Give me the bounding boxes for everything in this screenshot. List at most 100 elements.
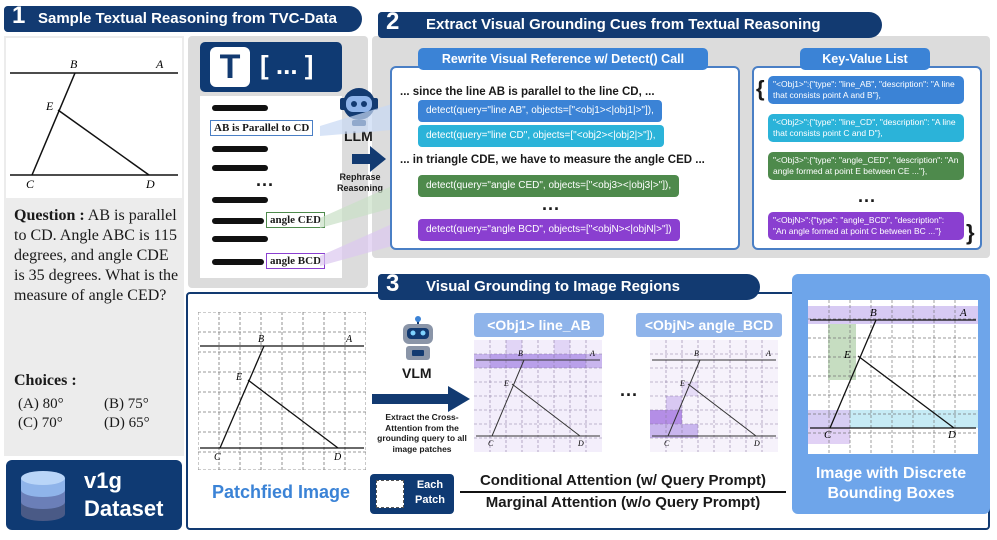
text-line bbox=[212, 236, 268, 242]
patch-point-b: B bbox=[258, 334, 264, 345]
patch-point-c: C bbox=[214, 452, 221, 463]
text-line bbox=[212, 165, 268, 171]
objn-point-d: D bbox=[753, 439, 760, 448]
question-text: AB is parallel to CD. Angle ABC is 115 d… bbox=[14, 207, 179, 304]
detect-chip-2: detect(query="line CD", objects=["<obj2>… bbox=[418, 125, 664, 147]
choice-c: (C) 70° bbox=[18, 415, 63, 431]
objn-point-b: B bbox=[694, 349, 699, 358]
detect-chip-3: detect(query="angle CED", objects=["<obj… bbox=[418, 175, 680, 197]
vlm-robot-icon bbox=[403, 316, 433, 360]
bbox-point-d: D bbox=[947, 429, 956, 441]
text-line bbox=[212, 218, 264, 224]
formula-denominator: Marginal Attention (w/o Query Prompt) bbox=[485, 494, 761, 511]
point-e-label: E bbox=[45, 99, 54, 113]
objn-label: <ObjN> angle_BCD bbox=[636, 313, 782, 337]
kv-item-2: "<Obj2>":{"type": "line_CD", "descriptio… bbox=[768, 114, 964, 142]
obj1-point-b: B bbox=[518, 349, 523, 358]
doc-card-header: T [ ... ] bbox=[200, 42, 342, 92]
doc-dots: ... bbox=[256, 170, 275, 190]
label-angle-ced: angle CED bbox=[266, 212, 326, 228]
choice-b: (B) 75° bbox=[104, 396, 149, 412]
choice-a: (A) 80° bbox=[18, 396, 64, 412]
label-angle-bcd: angle BCD bbox=[266, 253, 326, 269]
question-label: Question : bbox=[14, 207, 85, 224]
detect-chip-1: detect(query="line AB", objects=["<obj1>… bbox=[418, 100, 662, 122]
bracket-text: [ ... ] bbox=[260, 50, 314, 80]
objn-point-e: E bbox=[679, 379, 685, 388]
choice-d: (D) 65° bbox=[104, 415, 150, 431]
obj1-point-c: C bbox=[488, 439, 494, 448]
obj1-attention-map: B A E C D bbox=[474, 340, 602, 452]
kv-item-1: "<Obj1>":{"type": "line_AB", "descriptio… bbox=[768, 76, 964, 104]
question-block: Question : AB is parallel to CD. Angle A… bbox=[14, 206, 180, 306]
section2-number: 2 bbox=[386, 8, 400, 35]
objn-attention-map: B A E C D bbox=[650, 340, 778, 452]
fraction-bar bbox=[460, 491, 786, 493]
bbox-point-e: E bbox=[843, 349, 851, 361]
label-parallel: AB is Parallel to CD bbox=[210, 120, 314, 136]
bbox-label: Image with Discrete Bounding Boxes bbox=[815, 465, 967, 502]
formula-numerator: Conditional Attention (w/ Query Prompt) bbox=[479, 472, 767, 489]
rephrase-label: Rephrase Reasoning bbox=[336, 172, 383, 193]
objn-point-c: C bbox=[664, 439, 670, 448]
geometry-figure: B A E C D bbox=[6, 38, 182, 198]
kv-open-brace: { bbox=[756, 76, 765, 101]
section3-header: 3 Visual Grounding to Image Regions bbox=[378, 270, 760, 300]
each-patch-label: Each Patch bbox=[415, 479, 445, 506]
dataset-badge: v1g Dataset bbox=[6, 460, 182, 530]
reasoning-line-1: ... since the line AB is parallel to the… bbox=[400, 86, 655, 98]
extract-text: Extract the Cross-Attention from the gro… bbox=[377, 412, 467, 454]
section3-title: Visual Grounding to Image Regions bbox=[426, 278, 680, 295]
patch-point-e: E bbox=[235, 372, 242, 383]
obj1-point-e: E bbox=[503, 379, 509, 388]
text-icon: T bbox=[210, 47, 250, 87]
bbox-point-c: C bbox=[824, 429, 832, 441]
kv-item-3: "<Obj3>":{"type": "angle_CED", "descript… bbox=[768, 152, 964, 180]
section2-title: Extract Visual Grounding Cues from Textu… bbox=[426, 16, 821, 33]
arrow-right-icon bbox=[372, 386, 470, 412]
text-line bbox=[212, 259, 264, 265]
section3-number: 3 bbox=[386, 270, 400, 297]
rewrite-title: Rewrite Visual Reference w/ Detect() Cal… bbox=[418, 48, 708, 70]
point-a-label: A bbox=[155, 57, 164, 71]
patch-point-a: A bbox=[345, 334, 353, 345]
dataset-name-line1: v1g bbox=[84, 468, 122, 493]
obj1-label: <Obj1> line_AB bbox=[474, 313, 604, 337]
reasoning-line-2: ... in triangle CDE, we have to measure … bbox=[400, 154, 705, 166]
bbox-point-a: A bbox=[959, 307, 967, 319]
llm-robot-icon bbox=[340, 88, 378, 126]
choices-label: Choices : bbox=[14, 372, 77, 389]
text-line bbox=[212, 197, 268, 203]
patch-point-d: D bbox=[333, 452, 342, 463]
bbox-point-b: B bbox=[870, 307, 877, 319]
kv-title: Key-Value List bbox=[800, 48, 930, 70]
geometry-svg: B A E C D bbox=[10, 57, 178, 191]
kv-close-brace: } bbox=[966, 220, 975, 245]
section1-title: Sample Textual Reasoning from TVC-Data bbox=[38, 10, 337, 27]
rewrite-dots: ... bbox=[542, 194, 561, 214]
each-patch-box: Each Patch bbox=[370, 474, 454, 514]
objn-point-a: A bbox=[765, 349, 771, 358]
kv-item-4: "<ObjN>":{"type": "angle_BCD", "descript… bbox=[768, 212, 964, 240]
obj1-point-d: D bbox=[577, 439, 584, 448]
bbox-image: B A E C D bbox=[808, 300, 978, 454]
section1-number: 1 bbox=[12, 2, 26, 29]
vlm-label: VLM bbox=[402, 365, 432, 381]
connection-beams bbox=[320, 104, 392, 266]
patchified-label: Patchfied Image bbox=[212, 482, 351, 502]
point-b-label: B bbox=[70, 57, 78, 71]
point-d-label: D bbox=[145, 177, 155, 191]
text-line bbox=[212, 146, 268, 152]
arrow-right-icon bbox=[352, 146, 386, 172]
point-c-label: C bbox=[26, 177, 35, 191]
grids-dots: ... bbox=[620, 380, 639, 400]
section1-header: 1 Sample Textual Reasoning from TVC-Data bbox=[4, 2, 362, 32]
database-icon bbox=[21, 471, 65, 521]
section2-header: 2 Extract Visual Grounding Cues from Tex… bbox=[378, 8, 882, 38]
patchified-image: B A E C D bbox=[198, 312, 366, 470]
detect-chip-4: detect(query="angle BCD", objects=["<obj… bbox=[418, 219, 680, 241]
dataset-name-line2: Dataset bbox=[84, 496, 164, 521]
obj1-point-a: A bbox=[589, 349, 595, 358]
kv-dots: ... bbox=[858, 186, 877, 206]
text-line bbox=[212, 105, 268, 111]
